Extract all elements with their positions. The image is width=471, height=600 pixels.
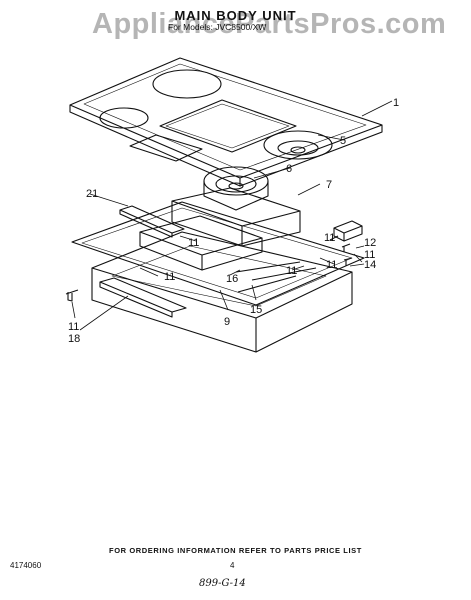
leader-lines bbox=[71, 100, 393, 331]
heating-element-rods bbox=[235, 261, 317, 293]
callout-11: 11 bbox=[188, 237, 199, 249]
callout-5: 5 bbox=[340, 135, 346, 147]
cooktop-top-panel bbox=[69, 57, 383, 211]
diagram-subtitle: For Models: JVC8500/XW bbox=[168, 22, 267, 32]
callout-11: 11 bbox=[324, 232, 335, 244]
callout-11: 11 bbox=[326, 259, 337, 271]
callout-15: 15 bbox=[250, 304, 262, 316]
diagram-title: MAIN BODY UNIT bbox=[174, 8, 297, 23]
callout-6: 6 bbox=[286, 163, 292, 175]
control-switch bbox=[329, 220, 363, 242]
screw-icon bbox=[65, 243, 353, 302]
ordering-info-footer: FOR ORDERING INFORMATION REFER TO PARTS … bbox=[109, 546, 362, 555]
watermark: AppliancePartsPros.com bbox=[92, 8, 447, 40]
front-bracket bbox=[99, 277, 187, 318]
callout-14: 14 bbox=[364, 259, 376, 271]
callout-12: 12 bbox=[364, 237, 376, 249]
base-pan bbox=[71, 201, 365, 353]
callout-16: 16 bbox=[226, 273, 238, 285]
callout-9: 9 bbox=[224, 316, 230, 328]
callout-11: 11 bbox=[68, 321, 79, 333]
callout-1: 1 bbox=[393, 97, 399, 109]
callout-11: 11 bbox=[286, 265, 297, 277]
page-number: 4 bbox=[230, 561, 235, 570]
callout-11: 11 bbox=[164, 271, 175, 283]
handwritten-note: 899-G-14 bbox=[199, 578, 246, 589]
front-trim-strip bbox=[119, 205, 185, 238]
callout-11: 11 bbox=[364, 249, 375, 261]
document-number: 4174060 bbox=[10, 561, 42, 570]
callout-21: 21 bbox=[86, 188, 98, 200]
callout-7: 7 bbox=[326, 179, 332, 191]
callout-18: 18 bbox=[68, 333, 80, 345]
